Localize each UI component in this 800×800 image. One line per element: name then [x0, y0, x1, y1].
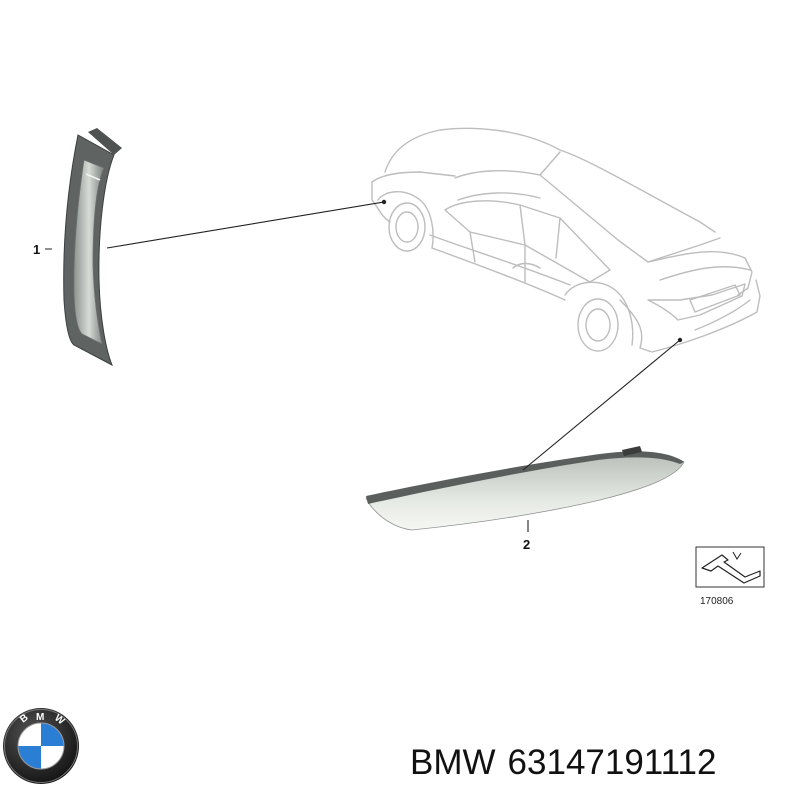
car-outline: [371, 127, 761, 353]
callout-1: 1: [33, 242, 40, 257]
attach-point-1: [381, 199, 387, 205]
svg-text:M: M: [36, 712, 44, 723]
car-wheels: [388, 202, 619, 352]
callout-2: 2: [523, 537, 530, 552]
reference-box: [695, 546, 765, 588]
bmw-logo: B M W: [3, 708, 79, 784]
part-2-bumper-reflector: [365, 446, 685, 531]
part-number: 63147191112: [507, 743, 717, 782]
leader-lines: [106, 201, 681, 532]
reference-number: 170806: [700, 596, 734, 607]
part-1-side-reflector: [63, 128, 122, 367]
brand-name: BMW: [410, 743, 496, 782]
attach-point-2: [677, 337, 683, 343]
part-caption: BMW 63147191112: [410, 738, 795, 788]
